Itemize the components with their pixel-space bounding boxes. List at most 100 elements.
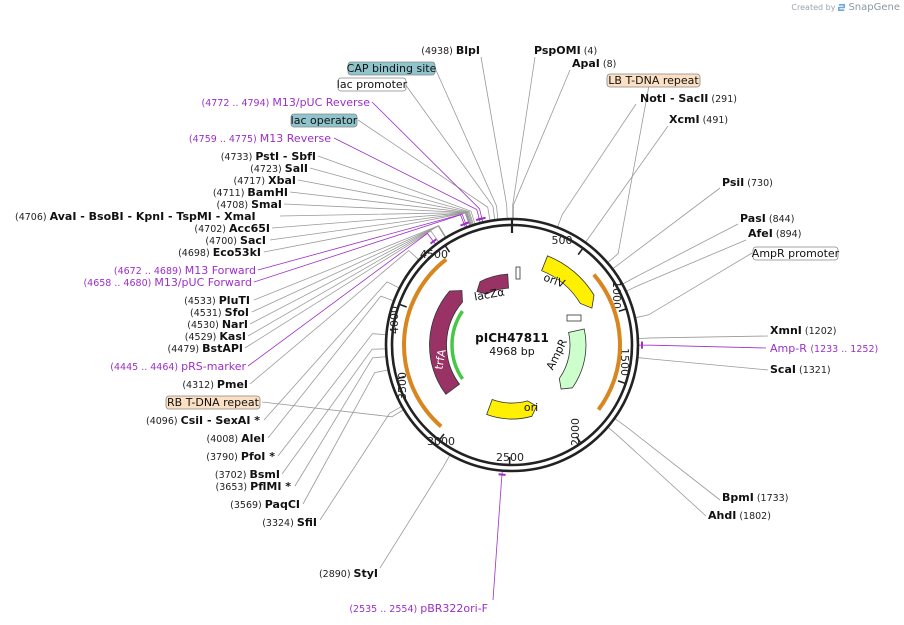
primer-name: pBR322ori-F (420, 602, 488, 615)
connector-lbtdna (607, 79, 651, 264)
site-position: (3569) (230, 500, 265, 511)
ampr-feature-arc (558, 328, 587, 390)
connector-xcmi (584, 125, 669, 243)
connector-pasi (622, 223, 739, 285)
enzyme-label-xbai: (4717) XbaI (234, 174, 296, 187)
connector-pmei (249, 249, 420, 385)
feature-box-bg (752, 246, 839, 261)
enzyme-label-pasi: PasI (844) (740, 212, 794, 225)
lb-tdna-repeat-arc (592, 273, 622, 411)
enzyme-site-xcmi: XcmI (491) (669, 113, 728, 126)
enzyme-label-eco53ki: (4698) Eco53kI (178, 246, 261, 259)
enzyme-name: KasI (219, 330, 246, 343)
site-position: (4706) (15, 212, 50, 223)
connector-lacop (357, 119, 491, 221)
enzyme-label-afei: AfeI (894) (748, 227, 801, 240)
enzyme-label-styi: (2890) StyI (319, 567, 378, 580)
primer-range: (4772 .. 4794) (202, 98, 273, 109)
connector-bsmi (281, 348, 387, 475)
enzyme-site-smai: (4708) SmaI (216, 198, 282, 211)
plasmid-name: pICH47811 (475, 331, 549, 345)
feature-box-bg (290, 113, 358, 128)
site-position: (4733) (221, 152, 256, 163)
enzyme-name: AfeI (748, 227, 773, 240)
primer-m13-fwd: (4672 .. 4689) M13 Forward (114, 264, 256, 277)
site-position: (4008) (207, 434, 242, 445)
feature-box-lacop: lac operator (290, 113, 358, 128)
primer-range: (1233 .. 1252) (810, 344, 878, 355)
enzyme-site-acc65i: (4702) Acc65I (194, 222, 270, 235)
trfa-feature-arc (429, 290, 463, 395)
enzyme-site-pspomi: PspOMI (4) (534, 44, 597, 57)
enzyme-label-kasi: (4529) KasI (185, 330, 246, 343)
enzyme-name: NotI (640, 92, 666, 105)
lb-site-box (515, 266, 521, 280)
connector-blpi (480, 56, 508, 220)
enzyme-label-sfoi: (4531) SfoI (190, 306, 249, 319)
feature-box-text: lac operator (291, 114, 358, 127)
plasmid-length: 4968 bp (489, 345, 534, 358)
primer-range: (4759 .. 4775) (189, 134, 260, 145)
enzyme-site-eco53ki: (4698) Eco53kI (178, 246, 261, 259)
site-position: (3653) (216, 482, 251, 493)
enzyme-label-nari: (4530) NarI (187, 318, 248, 331)
enzyme-name-bsobi: - BsoBI (76, 210, 123, 223)
site-position: (4708) (216, 200, 251, 211)
feature-box-bg (165, 395, 261, 410)
feature-box-text: RB T-DNA repeat (167, 396, 260, 409)
connector-rbtdna (261, 401, 405, 418)
enzyme-name: PspOMI (534, 44, 581, 57)
primer-range: (2535 .. 2554) (349, 604, 420, 615)
enzyme-label-csii: (4096) CsiI - SexAI * (146, 414, 260, 427)
site-position: (4312) (182, 380, 217, 391)
enzyme-site-psti: (4733) PstI - SbfI (221, 150, 316, 163)
connector-kasi (247, 225, 446, 337)
site-position: (4723) (250, 164, 285, 175)
enzyme-name-2: - SacII (666, 92, 708, 105)
enzyme-site-pmei: (4312) PmeI (182, 378, 248, 391)
connector-pflmi (294, 356, 387, 487)
enzyme-name: PasI (740, 212, 766, 225)
connector-apai (512, 69, 571, 220)
enzyme-site-apai: ApaI (8) (572, 57, 616, 70)
ori-feature-arc (486, 398, 538, 420)
feature-box-bg (347, 61, 436, 76)
primer-name: M13 Reverse (260, 132, 331, 145)
enzyme-name: PfoI * (241, 450, 275, 463)
primer-m13-rev: (4759 .. 4775) M13 Reverse (189, 132, 331, 145)
connector-afei (625, 239, 747, 292)
site-position: (4533) (184, 296, 219, 307)
enzyme-name: SalI (285, 162, 308, 175)
primer-name: M13 Forward (185, 264, 256, 277)
connector-sfii (319, 405, 403, 521)
enzyme-label-saci: (4700) SacI (205, 234, 266, 247)
feature-box-rbtdna: RB T-DNA repeat (165, 395, 261, 410)
site-position: (3790) (206, 452, 241, 463)
enzyme-label-smai: (4708) SmaI (216, 198, 282, 211)
tick-mark (438, 433, 445, 441)
enzyme-label-pspomi: PspOMI (4) (534, 44, 597, 57)
enzyme-name: StyI (354, 567, 378, 580)
enzyme-label-pfoi: (3790) PfoI * (206, 450, 275, 463)
primer-prs-marker: (4445 .. 4464) pRS-marker (110, 360, 246, 373)
ori-label: ori (524, 401, 538, 414)
feature-box-lbtdna: LB T-DNA repeat (606, 73, 701, 88)
tick-label: 3500 (396, 372, 409, 400)
site-position: (4531) (190, 308, 225, 319)
snapgene-credit: Created by SnapGene (791, 2, 900, 13)
tick-mark (577, 247, 584, 256)
site-position: (894) (773, 229, 802, 240)
enzyme-name: BsmI (250, 468, 281, 481)
enzyme-site-bsmi: (3702) BsmI (215, 468, 280, 481)
enzyme-name: BstAPI (202, 342, 243, 355)
tick-mark (396, 375, 405, 380)
enzyme-name: BpmI (722, 491, 754, 504)
connector-paqci (302, 369, 389, 505)
site-position: (8) (600, 59, 616, 70)
tick-label: 2500 (496, 451, 524, 464)
enzyme-label-ahdi: AhdI (1802) (708, 509, 771, 522)
connector-psti (317, 155, 476, 225)
primer-amp-r: Amp-R (1233 .. 1252) (770, 342, 878, 355)
primer-label-prs-marker: (4445 .. 4464) pRS-marker (110, 360, 246, 373)
connector-pspomi (512, 56, 536, 220)
